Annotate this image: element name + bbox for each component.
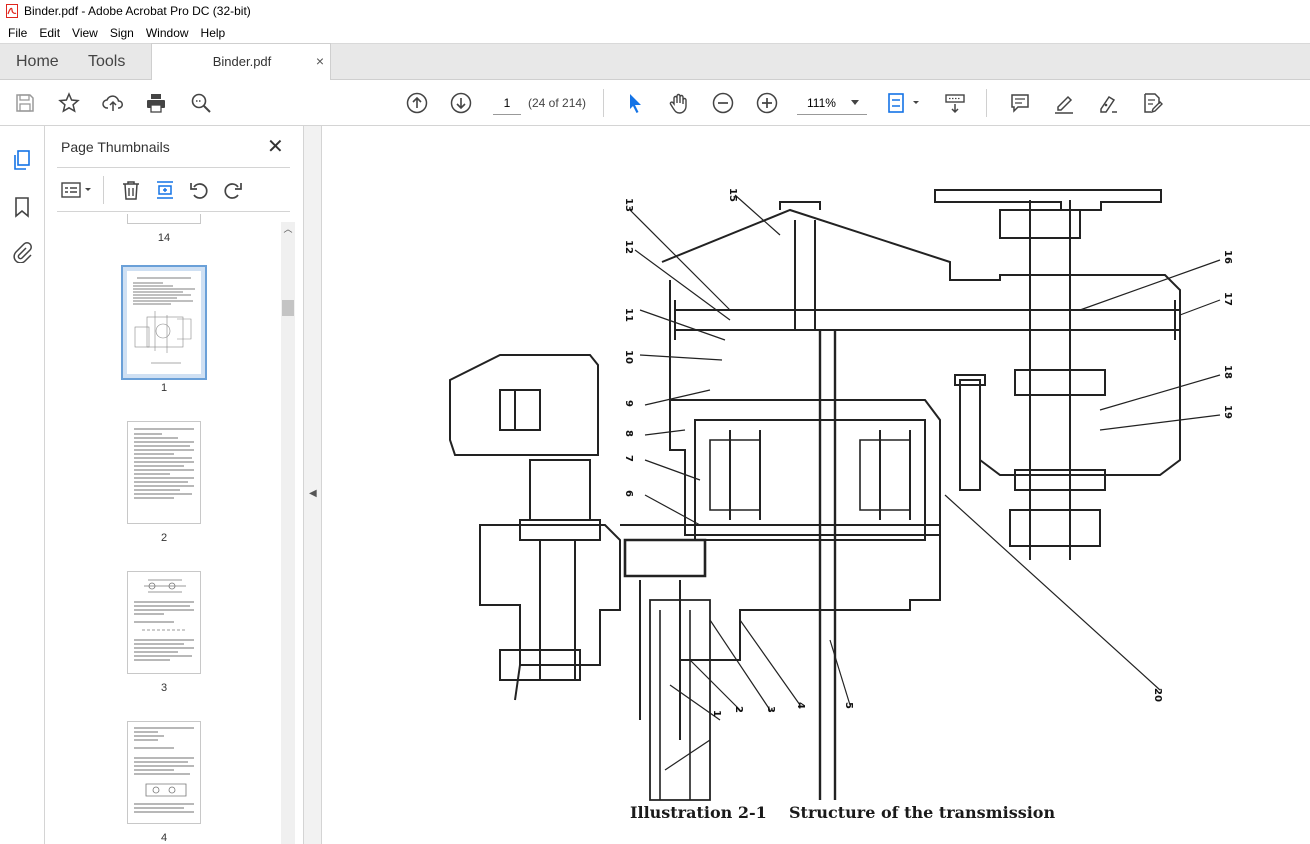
rotate-clockwise-icon[interactable] bbox=[221, 178, 245, 202]
tab-document[interactable]: Binder.pdf × bbox=[151, 43, 331, 81]
zoom-out-icon[interactable] bbox=[711, 91, 735, 115]
toolbar-separator bbox=[986, 89, 987, 117]
callout-20: 20 bbox=[1152, 688, 1163, 702]
scroll-mode-icon[interactable] bbox=[943, 91, 967, 115]
panel-tool-separator bbox=[103, 176, 104, 204]
attachments-paperclip-icon[interactable] bbox=[10, 240, 34, 264]
comment-icon[interactable] bbox=[1008, 91, 1032, 115]
rotate-counterclockwise-icon[interactable] bbox=[187, 178, 211, 202]
menu-help[interactable]: Help bbox=[200, 25, 226, 40]
menu-sign[interactable]: Sign bbox=[109, 25, 134, 40]
insert-pages-icon[interactable] bbox=[153, 178, 177, 202]
main-toolbar bbox=[0, 80, 1310, 126]
fill-sign-icon[interactable] bbox=[1096, 91, 1120, 115]
highlight-icon[interactable] bbox=[1052, 91, 1076, 115]
left-navigation-rail bbox=[0, 126, 45, 844]
thumbnail-options-icon[interactable] bbox=[59, 178, 95, 202]
save-icon[interactable] bbox=[13, 91, 37, 115]
caption-text: Structure of the transmission bbox=[789, 803, 1056, 822]
callout-1: 1 bbox=[711, 710, 722, 717]
figure-caption: Illustration 2-1 Structure of the transm… bbox=[630, 803, 1055, 822]
tab-bar: Home Tools Binder.pdf × bbox=[0, 43, 1310, 81]
toolbar-separator bbox=[603, 89, 604, 117]
close-panel-button[interactable]: ✕ bbox=[267, 136, 284, 158]
thumbnail-page-2-preview bbox=[134, 428, 194, 499]
tab-home[interactable]: Home bbox=[16, 53, 59, 70]
thumbnail-page-3[interactable] bbox=[127, 571, 201, 674]
page-thumbnails-panel: Page Thumbnails ✕ 14 bbox=[45, 126, 303, 844]
thumbnail-page-3-preview bbox=[134, 579, 194, 661]
delete-pages-icon[interactable] bbox=[119, 178, 143, 202]
thumbnail-page-4-preview bbox=[134, 727, 194, 813]
menu-view[interactable]: View bbox=[72, 25, 98, 40]
menu-edit[interactable]: Edit bbox=[39, 25, 61, 40]
caption-number: Illustration 2-1 bbox=[630, 803, 767, 822]
page-number-input[interactable] bbox=[493, 91, 521, 115]
callout-16: 16 bbox=[1222, 250, 1233, 264]
hand-tool-icon[interactable] bbox=[667, 91, 691, 115]
close-tab-button[interactable]: × bbox=[315, 53, 324, 69]
callout-9: 9 bbox=[623, 400, 634, 407]
window-title: Binder.pdf - Adobe Acrobat Pro DC (32-bi… bbox=[24, 4, 251, 18]
thumbnail-label: 14 bbox=[157, 232, 171, 244]
acrobat-app-icon bbox=[6, 4, 18, 18]
thumbnail-label: 4 bbox=[160, 832, 168, 844]
menu-window[interactable]: Window bbox=[145, 25, 189, 40]
scroll-up-chevron-icon[interactable]: ︿ bbox=[283, 224, 293, 234]
find-zoom-icon[interactable] bbox=[189, 91, 213, 115]
document-viewport[interactable]: 13 15 12 11 10 9 8 7 6 16 17 18 19 20 1 … bbox=[322, 126, 1310, 844]
callout-18: 18 bbox=[1222, 365, 1233, 379]
select-cursor-icon[interactable] bbox=[623, 91, 647, 115]
bookmark-star-icon[interactable] bbox=[57, 91, 81, 115]
callout-7: 7 bbox=[623, 455, 634, 462]
previous-page-icon[interactable] bbox=[405, 91, 429, 115]
callout-10: 10 bbox=[623, 350, 634, 364]
callout-19: 19 bbox=[1222, 405, 1233, 419]
document-tab-label: Binder.pdf bbox=[212, 54, 272, 69]
menu-bar: File Edit View Sign Window Help bbox=[0, 22, 1310, 43]
zoom-dropdown-chevron-icon[interactable] bbox=[851, 100, 859, 106]
callout-17: 17 bbox=[1222, 292, 1233, 306]
callout-15: 15 bbox=[727, 188, 738, 202]
panel-divider bbox=[57, 167, 290, 168]
bookmarks-icon[interactable] bbox=[10, 195, 34, 219]
callout-8: 8 bbox=[623, 430, 634, 437]
tab-tools[interactable]: Tools bbox=[88, 53, 126, 70]
thumbnail-page-4[interactable] bbox=[127, 721, 201, 824]
scrollbar-thumb[interactable] bbox=[282, 300, 294, 316]
edit-pdf-icon[interactable] bbox=[1140, 91, 1164, 115]
callout-11: 11 bbox=[623, 308, 634, 322]
collapse-panel-chevron-icon[interactable]: ◀ bbox=[309, 488, 317, 499]
share-upload-icon[interactable] bbox=[101, 91, 125, 115]
callout-13: 13 bbox=[623, 198, 634, 212]
callout-4: 4 bbox=[795, 702, 806, 709]
callout-12: 12 bbox=[623, 240, 634, 254]
thumbnail-page-1-selected[interactable] bbox=[121, 265, 207, 380]
thumbnail-page-1-preview bbox=[127, 271, 201, 374]
transmission-technical-drawing: 13 15 12 11 10 9 8 7 6 16 17 18 19 20 1 … bbox=[449, 188, 1233, 801]
panel-title: Page Thumbnails bbox=[61, 139, 170, 155]
thumbnails-scrollbar[interactable]: ︿ bbox=[281, 222, 295, 844]
next-page-icon[interactable] bbox=[449, 91, 473, 115]
menu-file[interactable]: File bbox=[8, 25, 28, 40]
thumbnail-label: 2 bbox=[160, 532, 168, 544]
callout-2: 2 bbox=[733, 706, 744, 713]
panel-splitter[interactable]: ◀ bbox=[303, 126, 322, 844]
print-icon[interactable] bbox=[144, 91, 168, 115]
page-count-label: (24 of 214) bbox=[528, 96, 587, 110]
fit-page-icon[interactable] bbox=[886, 91, 922, 115]
callout-3: 3 bbox=[765, 706, 776, 713]
title-bar: Binder.pdf - Adobe Acrobat Pro DC (32-bi… bbox=[0, 0, 1310, 22]
callout-6: 6 bbox=[623, 490, 634, 497]
thumbnail-label: 1 bbox=[160, 382, 168, 394]
thumbnail-page-14[interactable] bbox=[127, 214, 201, 224]
page-thumbnails-icon[interactable] bbox=[10, 148, 34, 172]
thumbnail-page-2[interactable] bbox=[127, 421, 201, 524]
panel-divider bbox=[57, 211, 290, 212]
callout-5: 5 bbox=[843, 702, 854, 709]
zoom-in-icon[interactable] bbox=[755, 91, 779, 115]
thumbnail-label: 3 bbox=[160, 682, 168, 694]
